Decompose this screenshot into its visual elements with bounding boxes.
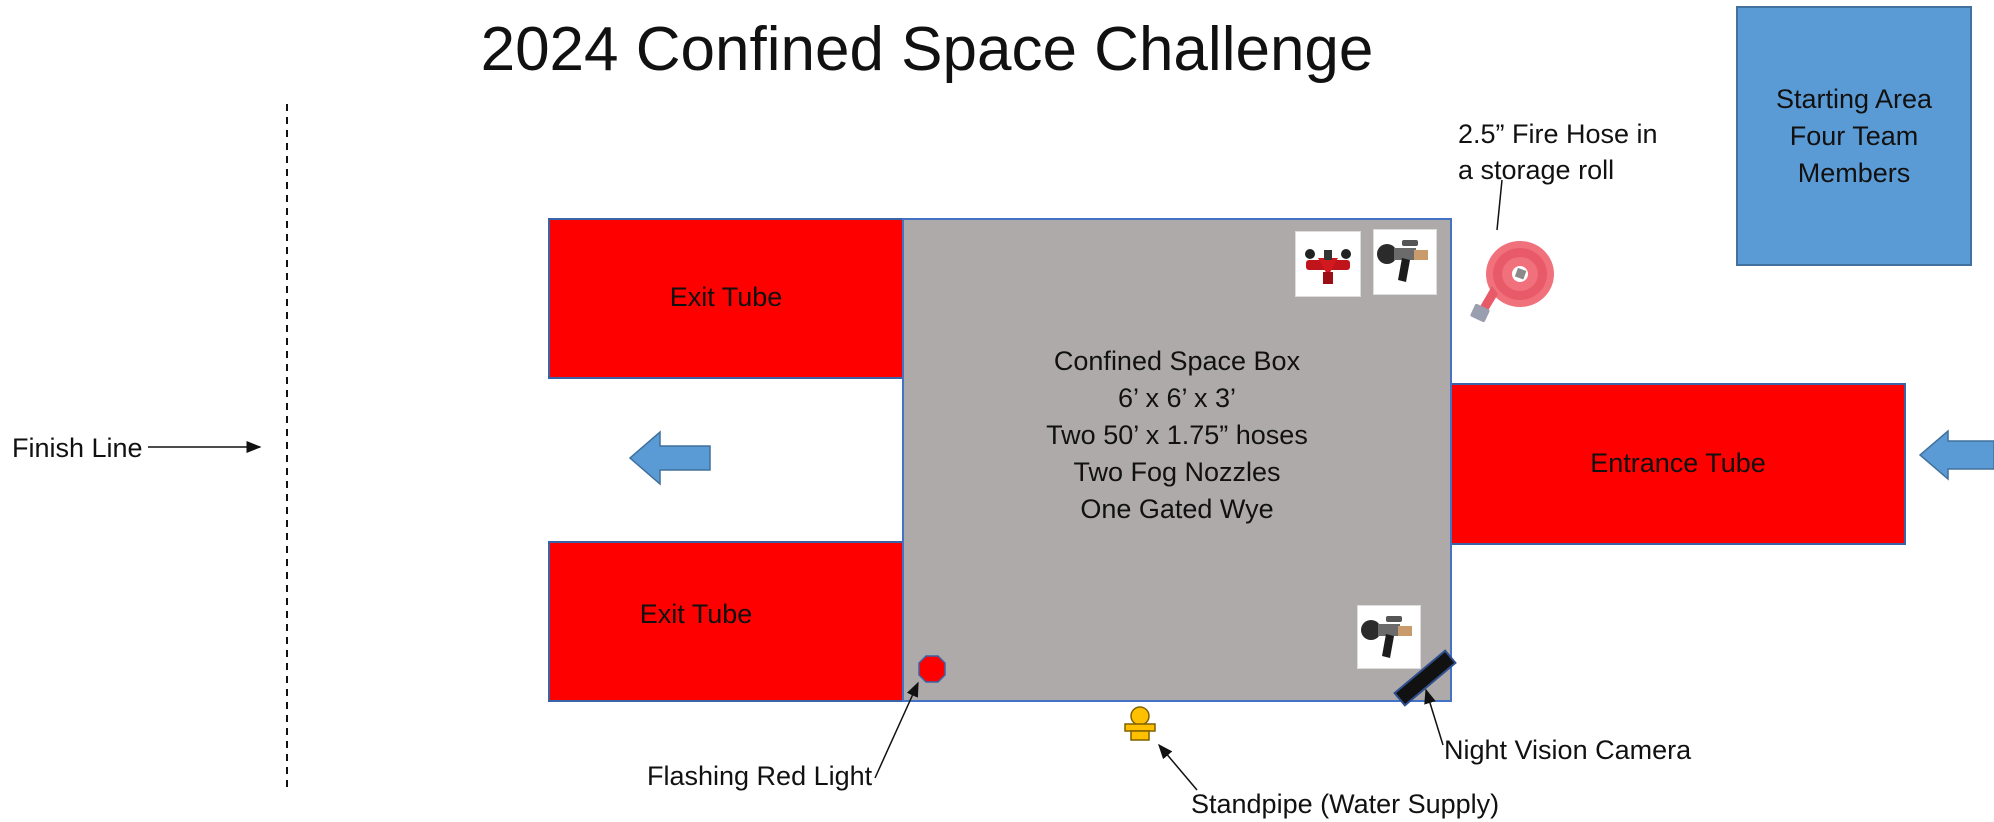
- fog-nozzle-icon: [1358, 606, 1420, 668]
- page-title: 2024 Confined Space Challenge: [0, 10, 1994, 90]
- exit-tube-bottom: Exit Tube: [548, 541, 904, 702]
- fire-hose-label-line: a storage roll: [1458, 155, 1615, 185]
- flashing-light-label: Flashing Red Light: [647, 761, 873, 791]
- confined-box-line: One Gated Wye: [1080, 493, 1274, 524]
- fire-hose-label-line: 2.5” Fire Hose in: [1458, 119, 1658, 149]
- page-title-text: 2024 Confined Space Challenge: [480, 15, 1374, 84]
- fire-hose-roll-icon: [1468, 236, 1558, 324]
- starting-area-line: Members: [1797, 157, 1911, 188]
- night-vision-camera-icon: [1393, 649, 1457, 707]
- fire-hose-label: 2.5” Fire Hose in a storage roll: [1458, 116, 1658, 188]
- confined-box-line: Two Fog Nozzles: [1073, 456, 1281, 487]
- starting-area-line: Starting Area: [1775, 83, 1933, 114]
- gated-wye-icon: [1296, 232, 1360, 296]
- exit-tube-top-label: Exit Tube: [669, 282, 783, 312]
- night-vision-label: Night Vision Camera: [1444, 735, 1692, 765]
- starting-area: Starting Area Four Team Members: [1736, 6, 1972, 266]
- flashing-light-pointer: [874, 681, 919, 779]
- standpipe-label: Standpipe (Water Supply): [1191, 789, 1500, 819]
- fire-hose-leader: [1496, 179, 1503, 231]
- entrance-tube: Entrance Tube: [1450, 383, 1906, 545]
- standpipe-icon: [1124, 706, 1156, 741]
- fog-nozzle-icon: [1374, 230, 1436, 294]
- exit-tube-bottom-label: Exit Tube: [639, 599, 753, 629]
- arrow-left-icon: [1918, 429, 1994, 481]
- starting-area-line: Four Team: [1789, 120, 1919, 151]
- finish-line-label: Finish Line: [12, 433, 143, 463]
- confined-box-line: Confined Space Box: [1053, 345, 1301, 376]
- exit-tube-top: Exit Tube: [548, 218, 904, 379]
- confined-space-box: Confined Space Box 6’ x 6’ x 3’ Two 50’ …: [902, 218, 1452, 702]
- arrow-left-icon: [628, 430, 711, 486]
- confined-box-line: 6’ x 6’ x 3’: [1117, 382, 1237, 413]
- night-vision-pointer: [1424, 688, 1444, 746]
- confined-box-line: Two 50’ x 1.75” hoses: [1046, 419, 1308, 450]
- entrance-tube-label: Entrance Tube: [1590, 447, 1766, 478]
- standpipe-pointer: [1158, 743, 1198, 791]
- flashing-red-light-icon: [918, 655, 946, 683]
